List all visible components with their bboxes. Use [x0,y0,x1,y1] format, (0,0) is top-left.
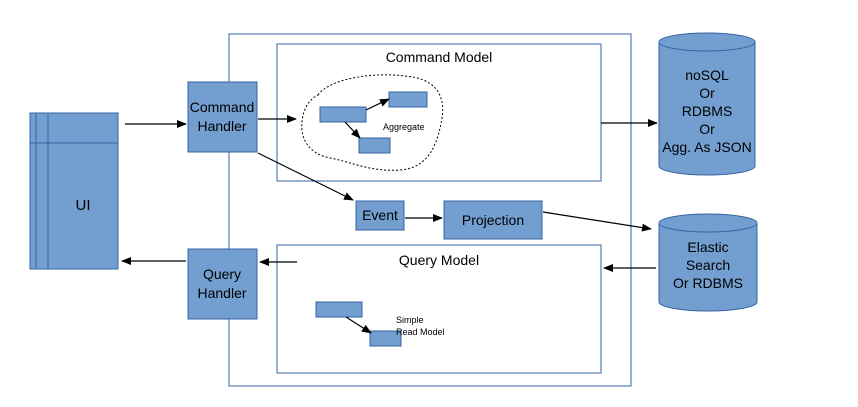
write-store-label-line1: noSQL [685,67,729,83]
query-model-title: Query Model [399,252,479,268]
query-handler-block: Query Handler [187,248,258,320]
write-store-label-line2: Or [699,85,715,101]
query-model-frame [276,244,602,374]
event-box [355,200,405,231]
aggregate-boundary [301,74,444,171]
write-store-top [658,32,756,52]
read-store-body [658,223,758,312]
write-store-label-line3: RDBMS [682,103,733,119]
command-handler-label-line1: Command [190,99,255,115]
command-model-block: Command Model Aggregate [276,43,602,182]
read-store-top [658,213,758,233]
projection-box [443,200,543,240]
read-store-label-line1: Elastic [687,239,728,255]
command-handler-to-event-arrow [257,152,354,201]
write-store-body [658,42,756,176]
query-handler-box [187,248,258,320]
write-store-label-line4: Or [699,121,715,137]
read-model-entity-right [369,330,402,347]
ui-box [29,112,119,270]
aggregate-entity-top [388,91,428,108]
read-store-label-line3: Or RDBMS [673,275,743,291]
command-handler-block: Command Handler [187,81,258,153]
write-store-label-line5: Agg. As JSON [662,139,751,155]
write-store-database: noSQL Or RDBMS Or Agg. As JSON [658,32,756,176]
read-store-label-line2: Search [686,257,730,273]
aggregate-arrow-down [344,121,361,139]
aggregate-arrow-up [365,98,390,111]
read-model-label-line1: Simple [396,315,424,325]
command-handler-box [187,81,258,153]
command-handler-label-line2: Handler [197,118,246,134]
read-store-database: Elastic Search Or RDBMS [658,213,758,312]
query-handler-label-line1: Query [203,266,241,282]
projection-label: Projection [462,212,524,228]
event-label: Event [362,207,398,223]
command-model-frame [276,43,602,182]
query-handler-label-line2: Handler [197,285,246,301]
system-boundary [228,33,632,387]
aggregate-label: Aggregate [383,122,425,132]
aggregate-entity-bottom [358,137,391,154]
read-model-label-line2: Read Model [396,327,445,337]
read-model-arrow [345,316,372,334]
projection-to-read-store-arrow [542,211,652,232]
query-model-block: Query Model Simple Read Model [276,244,602,374]
ui-block: UI [29,112,119,270]
projection-block: Projection [443,200,543,240]
aggregate-entity-left [319,106,367,123]
event-block: Event [355,200,405,231]
read-model-entity-left [315,301,363,318]
ui-label: UI [76,197,91,214]
command-model-title: Command Model [386,49,493,65]
